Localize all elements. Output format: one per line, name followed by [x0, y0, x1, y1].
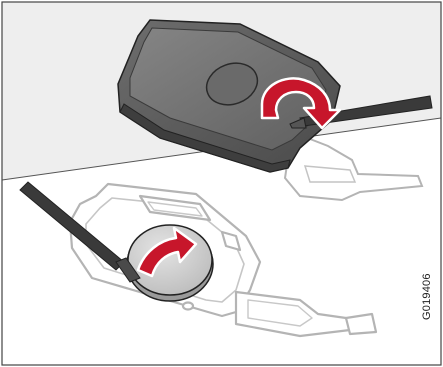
figure-code: G019406 — [421, 273, 433, 320]
